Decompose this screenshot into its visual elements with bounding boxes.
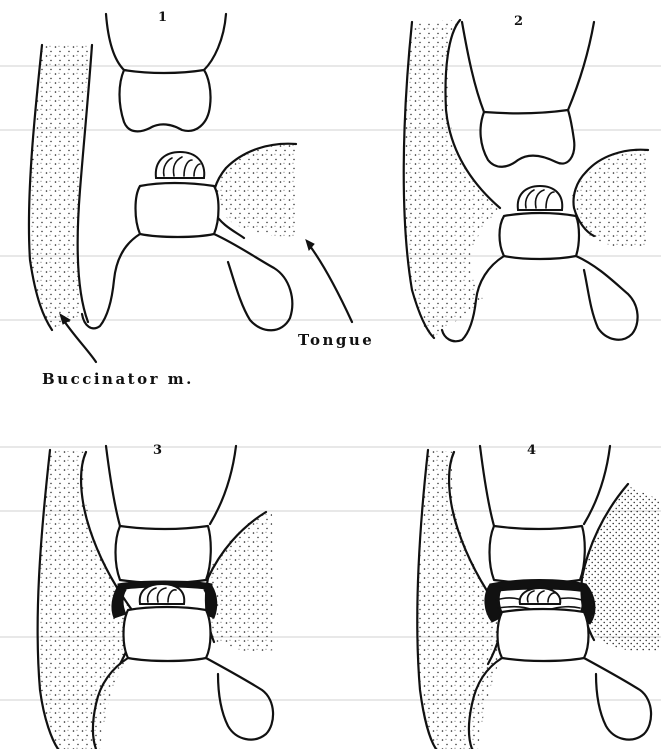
upper-tooth-crown (481, 110, 575, 167)
lower-tooth-crown (136, 183, 219, 237)
tongue-stipple (572, 150, 648, 248)
lower-tooth-roots (469, 658, 651, 749)
buccinator-label: Buccinator m. (42, 370, 194, 388)
upper-tooth-crown (120, 70, 211, 131)
panel-3: 3 (38, 443, 274, 749)
panel-2: 2 (404, 14, 648, 341)
upper-tooth-crown (490, 526, 585, 583)
upper-tooth-root (480, 446, 610, 526)
panel-4: 4 (417, 443, 660, 749)
tongue-arrow (310, 246, 352, 322)
food-bolus (518, 186, 563, 210)
lower-tooth-crown (124, 607, 211, 661)
cheek-stipple (404, 20, 500, 338)
lower-tooth-crown (500, 213, 580, 259)
panel-1: 1 Tongue Buccinator m. (29, 10, 374, 388)
panel-number: 4 (527, 443, 536, 458)
buccinator-arrow (62, 318, 96, 362)
tongue-label: Tongue (298, 331, 374, 349)
food-bolus (156, 152, 204, 178)
panel-number: 2 (514, 14, 523, 29)
lower-tooth-roots (82, 234, 292, 330)
upper-tooth-crown (116, 526, 211, 583)
panel-number: 3 (153, 443, 162, 458)
upper-tooth-root (462, 22, 594, 112)
food-bolus (140, 584, 185, 604)
lower-tooth-crown (498, 609, 589, 661)
panel-number: 1 (158, 10, 167, 25)
upper-tooth-root (106, 446, 236, 526)
food-bolus (520, 588, 561, 604)
tongue-stipple (212, 143, 296, 237)
